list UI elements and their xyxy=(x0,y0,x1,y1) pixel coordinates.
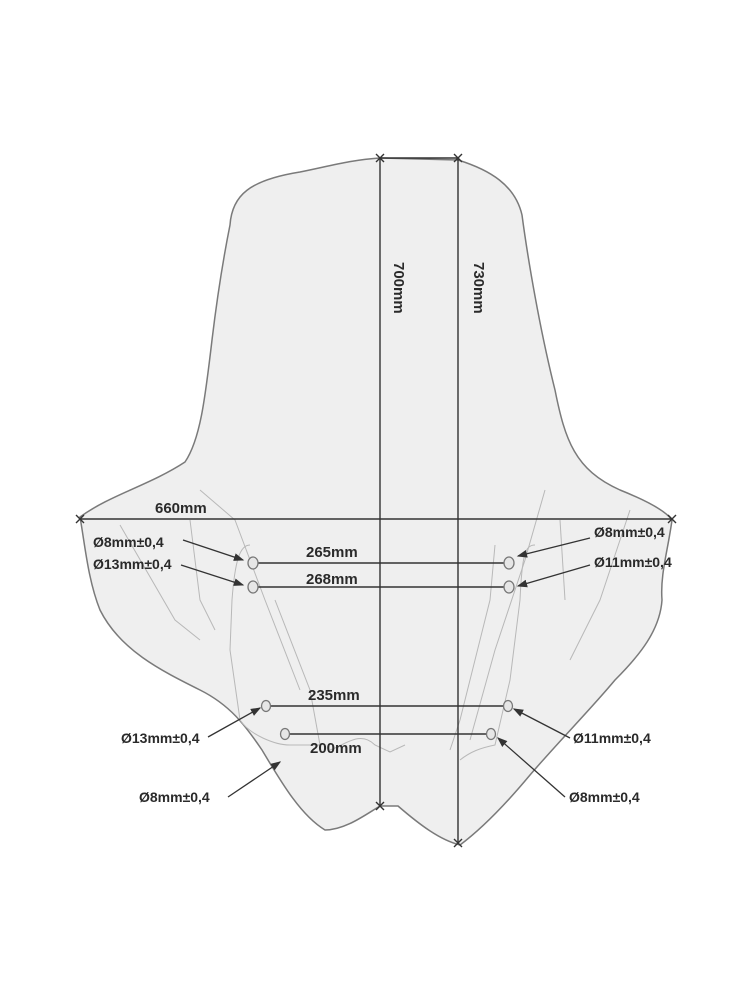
hole-label-right-upper-2: Ø11mm±0,4 xyxy=(594,554,672,570)
leader-arrows xyxy=(180,537,591,798)
hole-label-right-upper-1: Ø8mm±0,4 xyxy=(594,524,665,540)
hole-label-right-lower-1: Ø11mm±0,4 xyxy=(573,730,651,746)
hole-label-right-lower-2: Ø8mm±0,4 xyxy=(569,789,640,805)
spacing-268-label: 268mm xyxy=(306,571,358,588)
hole-label-left-lower-2: Ø8mm±0,4 xyxy=(139,789,210,805)
endpoint-crosses xyxy=(75,153,677,848)
dimension-lines xyxy=(80,157,672,843)
windshield-outline xyxy=(79,157,673,846)
spacing-235-label: 235mm xyxy=(308,687,360,704)
hole-label-left-upper-1: Ø8mm±0,4 xyxy=(93,534,164,550)
mounting-holes xyxy=(247,556,515,741)
hole-label-left-upper-2: Ø13mm±0,4 xyxy=(93,556,172,572)
spacing-200-label: 200mm xyxy=(310,740,362,757)
hole-label-left-lower-1: Ø13mm±0,4 xyxy=(121,730,200,746)
spacing-265-label: 265mm xyxy=(306,544,358,561)
height-center-label: 700mm xyxy=(390,262,407,314)
width-label: 660mm xyxy=(155,500,207,517)
height-max-label: 730mm xyxy=(470,262,487,314)
